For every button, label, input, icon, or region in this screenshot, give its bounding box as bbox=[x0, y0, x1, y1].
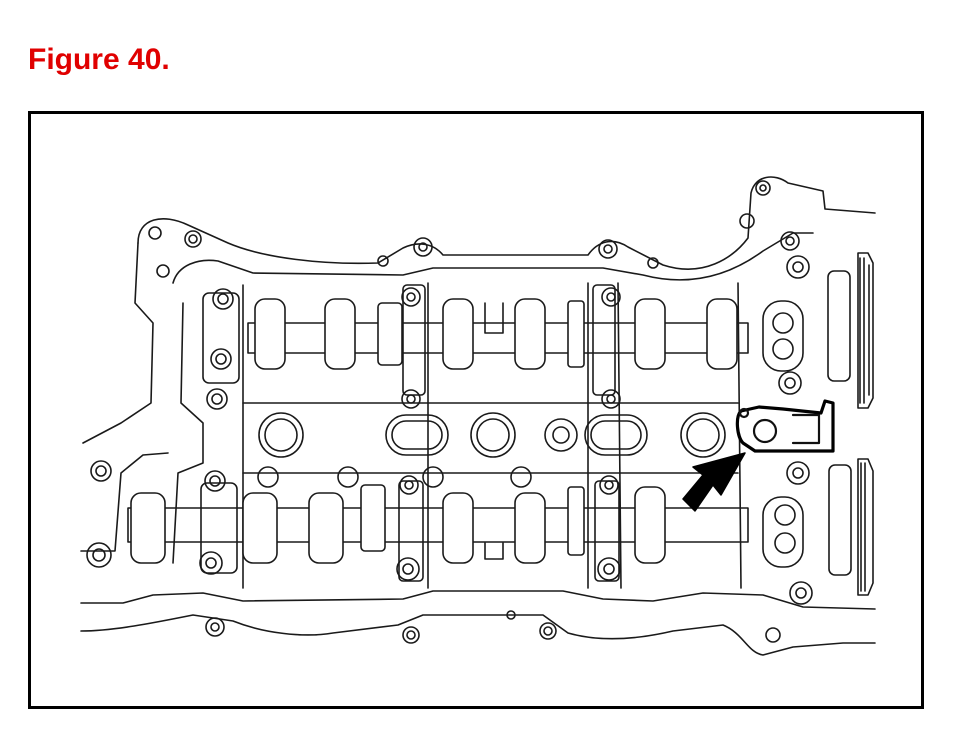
bolt bbox=[786, 461, 810, 485]
bolt bbox=[601, 389, 621, 409]
bolt bbox=[506, 610, 516, 620]
bolt bbox=[413, 237, 433, 257]
bolt bbox=[780, 231, 800, 251]
arrow-shape bbox=[682, 452, 746, 512]
bolt bbox=[204, 470, 226, 492]
bolt bbox=[539, 622, 557, 640]
bolt bbox=[377, 255, 389, 267]
bolts bbox=[86, 180, 813, 644]
bolt bbox=[184, 230, 202, 248]
bolt bbox=[789, 581, 813, 605]
bolt bbox=[765, 627, 781, 643]
highlighted-bracket-part bbox=[735, 399, 835, 453]
bolt bbox=[206, 388, 228, 410]
pointer-arrow-icon bbox=[682, 452, 746, 512]
spark-plug-wells bbox=[257, 412, 726, 488]
bolt bbox=[90, 460, 112, 482]
bolt bbox=[599, 475, 619, 495]
timing-end-hardware bbox=[762, 252, 874, 596]
bolt bbox=[401, 287, 421, 307]
illustration-frame bbox=[28, 111, 924, 709]
bolt bbox=[755, 180, 771, 196]
bolt bbox=[598, 239, 618, 259]
bolt bbox=[786, 255, 810, 279]
bolt bbox=[210, 348, 232, 370]
bolt bbox=[148, 226, 162, 240]
bolt bbox=[778, 371, 802, 395]
bolt bbox=[199, 551, 223, 575]
cylinder-head-outline bbox=[80, 176, 876, 656]
bolt bbox=[647, 257, 659, 269]
upper-camshaft bbox=[247, 298, 749, 370]
bolt bbox=[401, 389, 421, 409]
lower-camshaft bbox=[127, 484, 749, 564]
cylinder-head-illustration bbox=[80, 176, 876, 656]
bolt bbox=[396, 557, 420, 581]
bolt bbox=[212, 288, 234, 310]
bolt bbox=[402, 626, 420, 644]
bolt bbox=[86, 542, 112, 568]
figure-caption: Figure 40. bbox=[28, 43, 170, 76]
bolt bbox=[597, 557, 621, 581]
bolt bbox=[156, 264, 170, 278]
bolt bbox=[399, 475, 419, 495]
bolt bbox=[205, 617, 225, 637]
bolt bbox=[739, 213, 755, 229]
bolt bbox=[601, 287, 621, 307]
